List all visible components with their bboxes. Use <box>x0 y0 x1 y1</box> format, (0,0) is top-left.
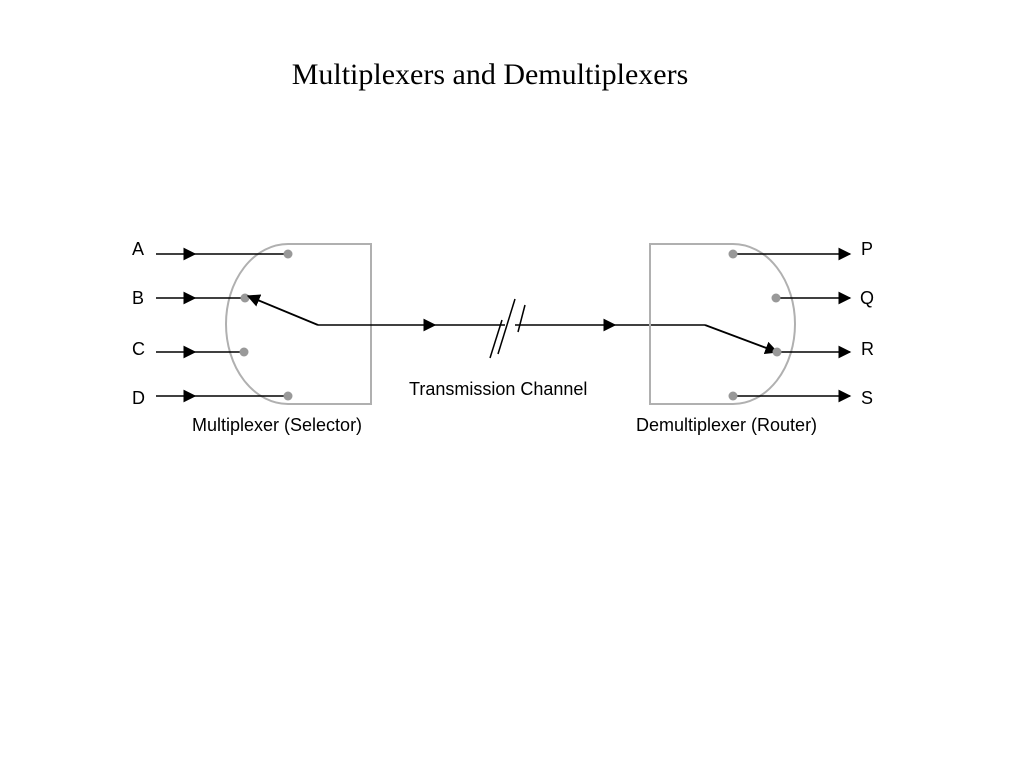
mux-input-label-a: A <box>132 239 144 259</box>
mux-contact-b <box>240 293 250 303</box>
demux-output-label-s: S <box>861 388 873 408</box>
slide-title: Multiplexers and Demultiplexers <box>291 58 689 91</box>
demux-caption: Demultiplexer (Router) <box>636 415 817 435</box>
channel-caption: Transmission Channel <box>409 379 587 399</box>
demux-output-label-p: P <box>861 239 873 259</box>
demux-output-lines <box>733 247 852 403</box>
mux-body-outline <box>225 243 372 405</box>
mux-input-label-d: D <box>132 388 145 408</box>
mux-contact-d <box>283 391 293 401</box>
demux-router-switch <box>704 324 779 354</box>
mux-contact-a <box>283 249 293 259</box>
mux-input-lines <box>156 247 288 403</box>
demux-output-label-r: R <box>861 339 874 359</box>
channel-break-symbol <box>489 298 526 359</box>
demux-contact-s <box>728 391 738 401</box>
mux-caption: Multiplexer (Selector) <box>192 415 362 435</box>
demux-body-outline <box>649 243 796 405</box>
mux-selector-switch <box>246 294 319 326</box>
mux-input-label-b: B <box>132 288 144 308</box>
demux-contact-p <box>728 249 738 259</box>
demux-output-label-q: Q <box>860 288 874 308</box>
mux-input-label-c: C <box>132 339 145 359</box>
demux-contact-r <box>772 347 782 357</box>
mux-contact-c <box>239 347 249 357</box>
demux-contact-q <box>771 293 781 303</box>
